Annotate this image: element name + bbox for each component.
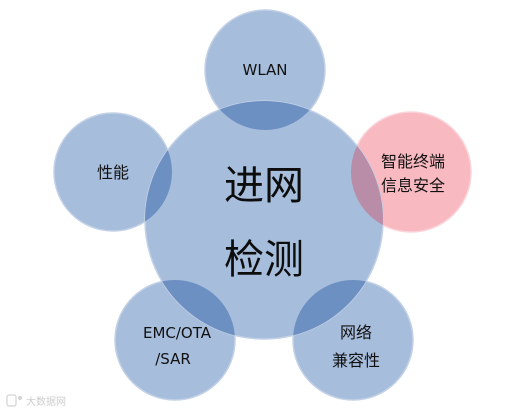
security-label-line2: 信息安全 [381, 176, 445, 195]
watermark-logo-icon [6, 394, 22, 407]
center-label-line2: 检测 [224, 237, 304, 283]
emc-overlap [145, 280, 235, 339]
emc-label-line2: /SAR [155, 350, 191, 368]
watermark: 大数据网 [6, 394, 66, 408]
performance-label: 性能 [97, 163, 129, 182]
watermark-text: 大数据网 [26, 395, 66, 408]
security-label-line1: 智能终端 [381, 152, 445, 171]
network-label-line1: 网络 [340, 323, 372, 342]
wlan-label: WLAN [242, 61, 287, 79]
emc-label-line1: EMC/OTA [143, 324, 212, 342]
network-overlap [293, 280, 383, 339]
network-label-line2: 兼容性 [332, 351, 380, 370]
center-label-line1: 进网 [224, 163, 304, 209]
